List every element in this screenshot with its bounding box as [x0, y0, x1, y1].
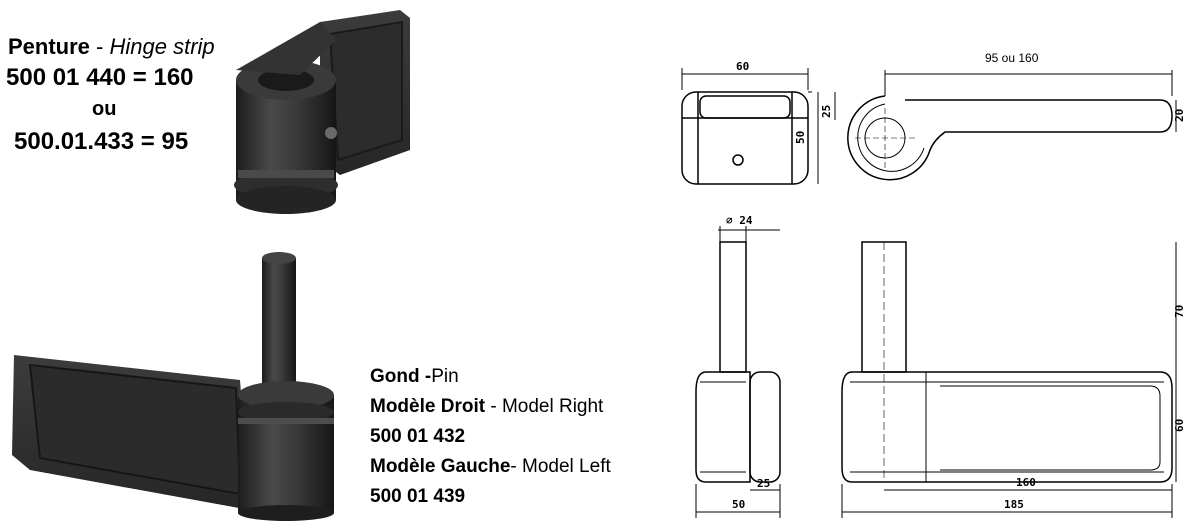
hinge-strip-render	[234, 10, 410, 214]
pin-right-code-row: 500 01 432	[370, 422, 611, 452]
dim-strip-thickness: 20	[1173, 109, 1184, 122]
pin-left-en: Model Left	[522, 456, 611, 477]
side-pin-shaft	[719, 241, 747, 373]
pin-left-code-row: 500 01 439	[370, 482, 611, 512]
pin-title-fr: Gond	[370, 366, 420, 387]
pin-title: Gond -Pin	[370, 366, 459, 387]
front-view-pin	[841, 241, 1177, 518]
pin-render	[12, 252, 334, 521]
front-view-outline	[681, 91, 809, 185]
dim-overall-length: 185	[1004, 498, 1024, 511]
pin-left-fr: Modèle Gauche	[370, 456, 511, 477]
pin-left-code: 500 01 439	[370, 486, 466, 507]
hinge-strip-or: ou	[92, 98, 117, 120]
hinge-strip-code-95: 500.01.433 = 95	[14, 128, 189, 155]
hinge-strip-title-sep: -	[89, 34, 110, 59]
front-view-hole	[732, 154, 744, 166]
dim-strip-height: 50	[794, 131, 807, 144]
front-pin-body	[841, 371, 1173, 483]
dim-pin-length: 70	[1173, 305, 1184, 318]
dim-body-height: 60	[1173, 419, 1184, 432]
dim-plate-length: 160	[1016, 476, 1036, 489]
pin-right-en: Model Right	[501, 396, 604, 417]
pin-right-fr: Modèle Droit	[370, 396, 486, 417]
side-view-pin	[695, 226, 781, 518]
dim-pin-diameter: ⌀ 24	[726, 214, 753, 227]
hinge-strip-code-160: 500 01 440 = 160	[6, 64, 194, 91]
dim-strip-width: 60	[736, 60, 749, 73]
pin-left-model: Modèle Gauche- Model Left	[370, 456, 611, 477]
side-view-strip	[847, 70, 1177, 181]
dim-side-outer: 50	[732, 498, 745, 511]
hinge-strip-title: Penture - Hinge strip	[8, 34, 215, 60]
side-view-outline	[847, 95, 1173, 181]
hinge-strip-screw	[325, 127, 337, 139]
pin-title-en: Pin	[431, 366, 459, 387]
pin-right-code: 500 01 432	[370, 426, 466, 447]
hinge-strip-title-fr: Penture	[8, 34, 90, 59]
front-view-strip	[681, 68, 836, 185]
dim-side-inner: 25	[757, 477, 770, 490]
hinge-strip-plate-recess	[328, 20, 403, 162]
dim-strip-length: 95 ou 160	[985, 51, 1039, 65]
pin-right-model: Modèle Droit - Model Right	[370, 396, 604, 417]
pin-label-block: Gond -Pin Modèle Droit - Model Right 500…	[370, 362, 611, 512]
dim-eye-height: 25	[820, 105, 833, 118]
hinge-strip-title-en: Hinge strip	[109, 34, 215, 59]
